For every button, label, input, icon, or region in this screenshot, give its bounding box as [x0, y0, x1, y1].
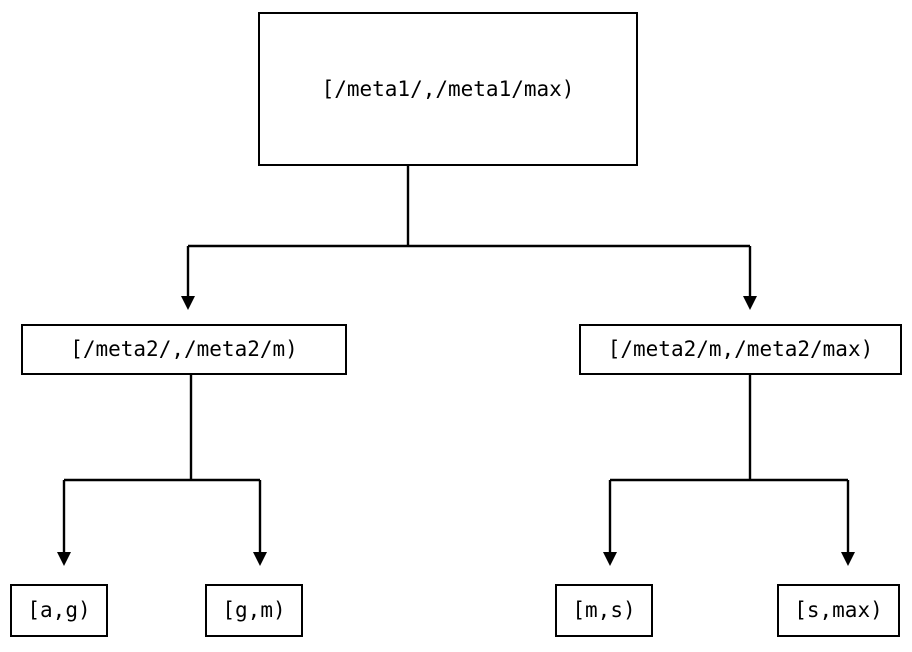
- arrowhead-root-to-l2-right: [743, 296, 757, 310]
- tree-node-leaf-1-label: [a,g): [27, 598, 91, 622]
- tree-node-level2-right[interactable]: [/meta2/m,/meta2/max): [579, 324, 902, 375]
- tree-node-leaf-3-label: [m,s): [572, 598, 636, 622]
- arrowhead-l2-left-to-leaf-2: [253, 552, 267, 566]
- tree-node-leaf-1[interactable]: [a,g): [10, 584, 108, 637]
- tree-node-leaf-3[interactable]: [m,s): [555, 584, 653, 637]
- tree-node-leaf-2-label: [g,m): [222, 598, 286, 622]
- tree-node-leaf-2[interactable]: [g,m): [205, 584, 303, 637]
- tree-node-level2-left-label: [/meta2/,/meta2/m): [70, 337, 298, 361]
- arrowhead-l2-right-to-leaf-3: [603, 552, 617, 566]
- arrowhead-root-to-l2-left: [181, 296, 195, 310]
- tree-node-level2-left[interactable]: [/meta2/,/meta2/m): [21, 324, 347, 375]
- tree-node-root[interactable]: [/meta1/,/meta1/max): [258, 12, 638, 166]
- tree-node-level2-right-label: [/meta2/m,/meta2/max): [607, 337, 874, 361]
- arrowhead-l2-left-to-leaf-1: [57, 552, 71, 566]
- tree-node-leaf-4[interactable]: [s,max): [777, 584, 900, 637]
- tree-node-leaf-4-label: [s,max): [794, 598, 883, 622]
- tree-node-root-label: [/meta1/,/meta1/max): [321, 76, 575, 101]
- arrowhead-l2-right-to-leaf-4: [841, 552, 855, 566]
